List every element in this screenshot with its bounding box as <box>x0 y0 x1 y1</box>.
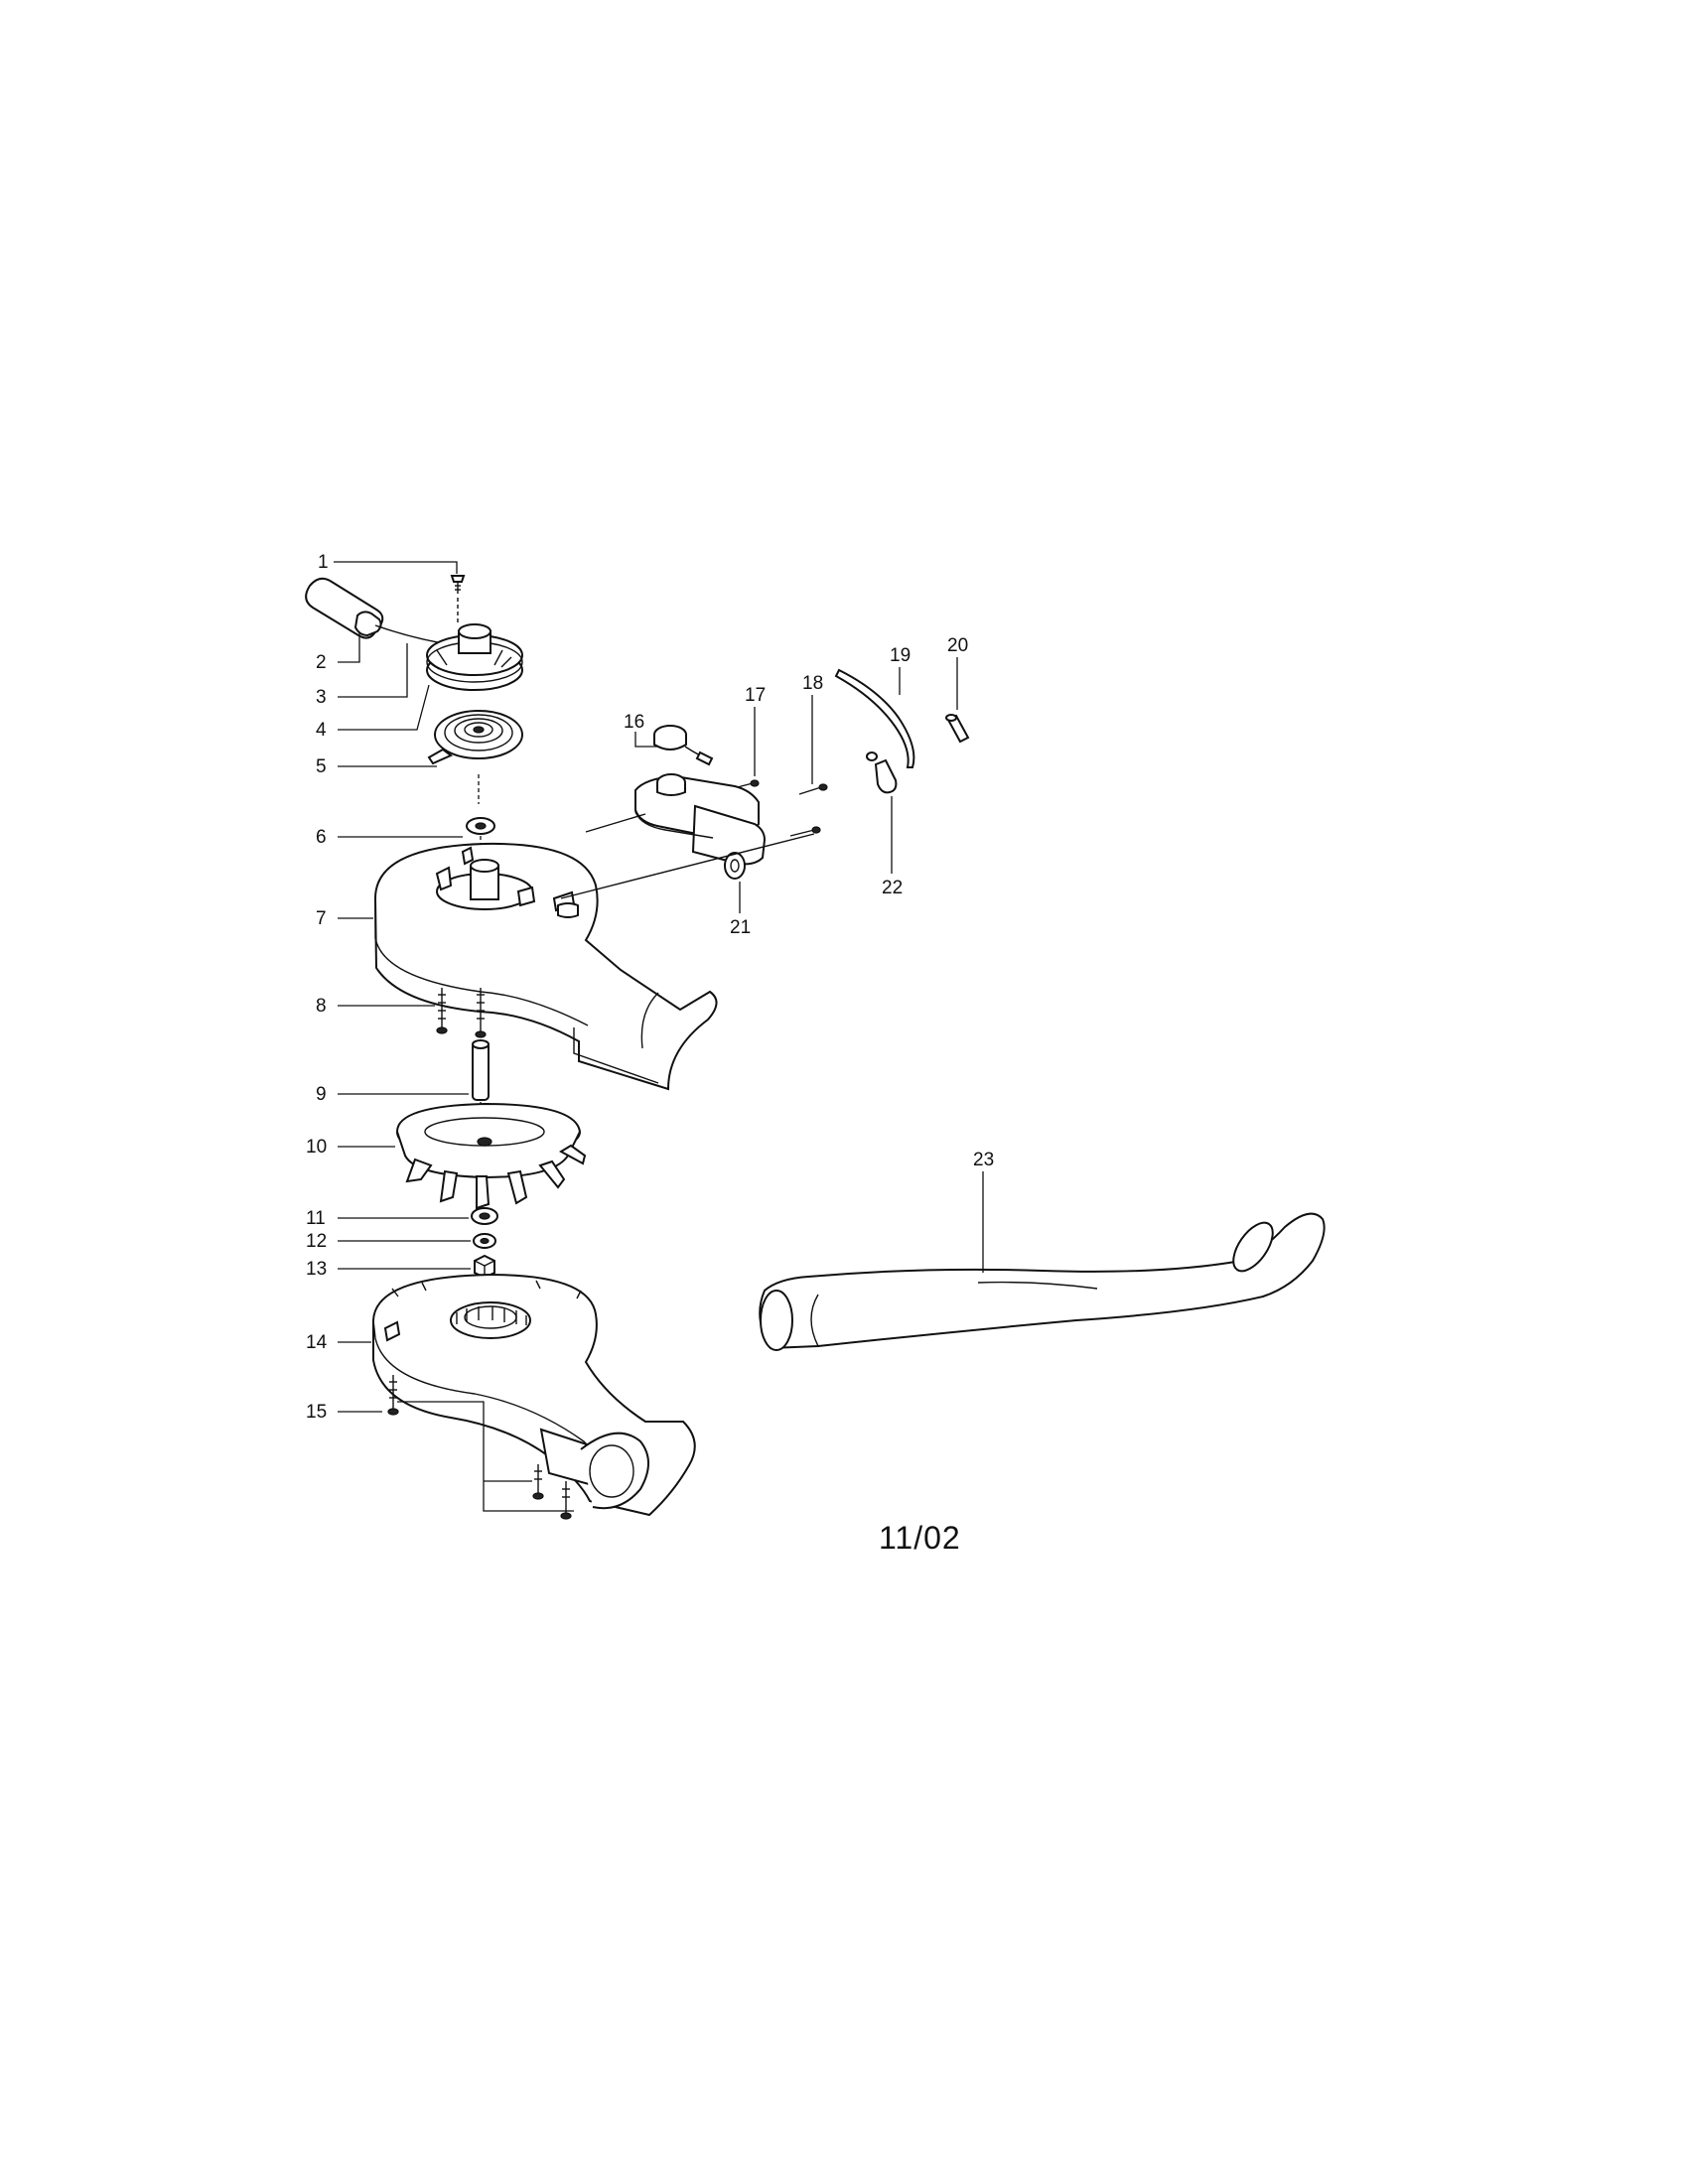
callout-14: 14 <box>306 1332 328 1353</box>
callout-21: 21 <box>730 917 751 938</box>
leader-lines <box>334 561 984 1512</box>
part-23-blower-tube <box>759 1212 1326 1351</box>
callout-8: 8 <box>316 996 327 1017</box>
callout-13: 13 <box>306 1259 327 1280</box>
callout-labels: 1 2 3 4 5 6 7 8 9 10 11 12 13 14 15 16 1… <box>306 552 994 1423</box>
part-10-impeller-fan <box>395 1102 587 1210</box>
callout-7: 7 <box>316 908 327 929</box>
callout-17: 17 <box>745 685 766 706</box>
callout-20: 20 <box>947 635 968 656</box>
part-6-washer <box>466 817 495 835</box>
date-code: 11/02 <box>879 1520 961 1556</box>
callout-6: 6 <box>316 827 327 848</box>
part-9-shaft <box>472 1039 490 1101</box>
callout-19: 19 <box>890 645 911 666</box>
callout-9: 9 <box>316 1084 327 1105</box>
callout-16: 16 <box>624 712 644 733</box>
part-15-screws <box>387 1375 572 1520</box>
callout-4: 4 <box>316 720 327 741</box>
part-8-screws <box>436 988 487 1038</box>
callout-3: 3 <box>316 687 327 708</box>
part-5-recoil-spring <box>427 710 523 765</box>
part-7-upper-fan-housing <box>373 842 718 1091</box>
part-11-washer <box>471 1207 498 1225</box>
part-16-fuel-cap <box>653 725 714 766</box>
part-18-screw <box>798 783 828 795</box>
callout-11: 11 <box>306 1208 326 1229</box>
callout-15: 15 <box>306 1402 327 1423</box>
part-22-grommet <box>866 751 898 794</box>
callout-1: 1 <box>318 552 329 573</box>
part-19-fuel-line <box>834 668 915 768</box>
callout-12: 12 <box>306 1231 327 1252</box>
callout-2: 2 <box>316 652 327 673</box>
callout-23: 23 <box>973 1150 994 1170</box>
part-4-pulley <box>426 623 523 691</box>
part-14-lower-fan-housing <box>372 1273 696 1517</box>
callout-22: 22 <box>882 878 903 898</box>
part-2-starter-handle <box>305 577 384 639</box>
callout-10: 10 <box>306 1137 327 1158</box>
part-12-lock-washer <box>473 1233 496 1249</box>
part-21-fuel-tank <box>634 773 767 880</box>
callout-5: 5 <box>316 756 327 777</box>
callout-18: 18 <box>802 673 823 694</box>
part-1-screw <box>450 575 466 625</box>
part-20-fuel-filter <box>945 714 970 744</box>
